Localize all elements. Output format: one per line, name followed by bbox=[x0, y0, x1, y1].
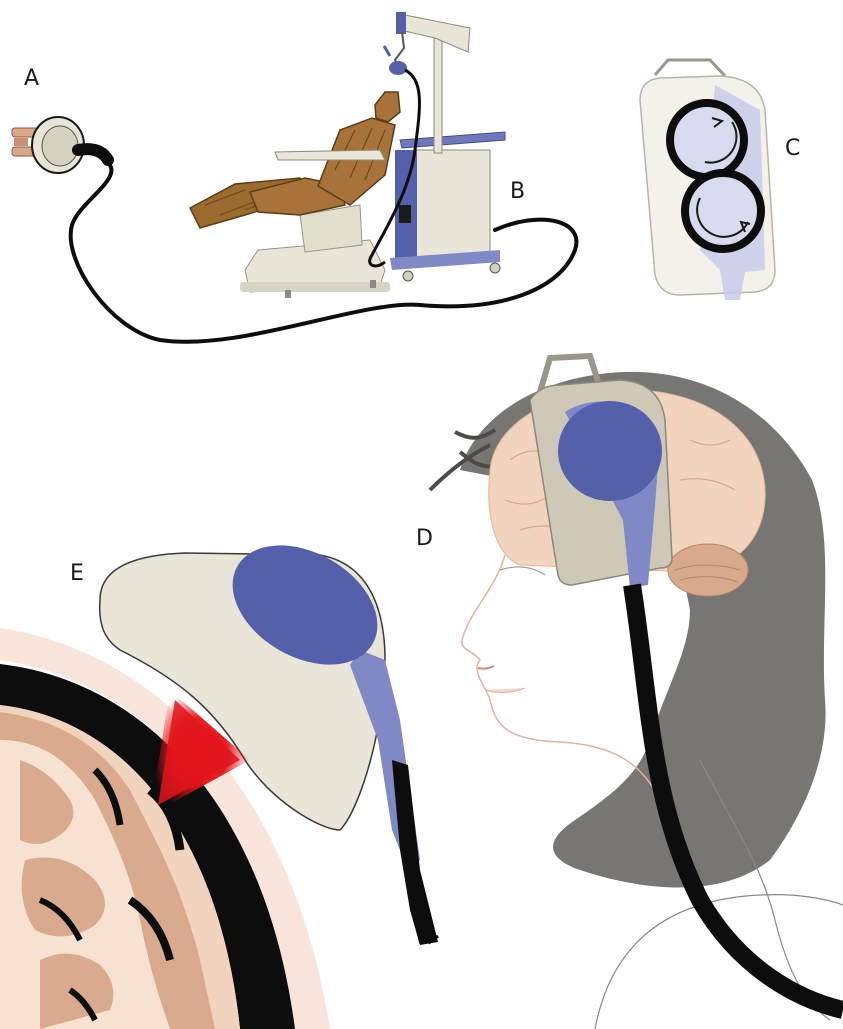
label-d: D bbox=[416, 526, 433, 551]
figure-eight-coil bbox=[640, 60, 775, 300]
label-e: E bbox=[70, 561, 84, 586]
label-b: B bbox=[510, 179, 525, 204]
label-c: C bbox=[785, 136, 800, 161]
label-a: A bbox=[24, 66, 39, 91]
brain-cross-section bbox=[0, 521, 438, 1029]
treatment-chair bbox=[190, 92, 400, 298]
head-profile bbox=[430, 356, 843, 1029]
plug-assembly bbox=[12, 117, 576, 342]
plug-icon bbox=[12, 117, 108, 173]
